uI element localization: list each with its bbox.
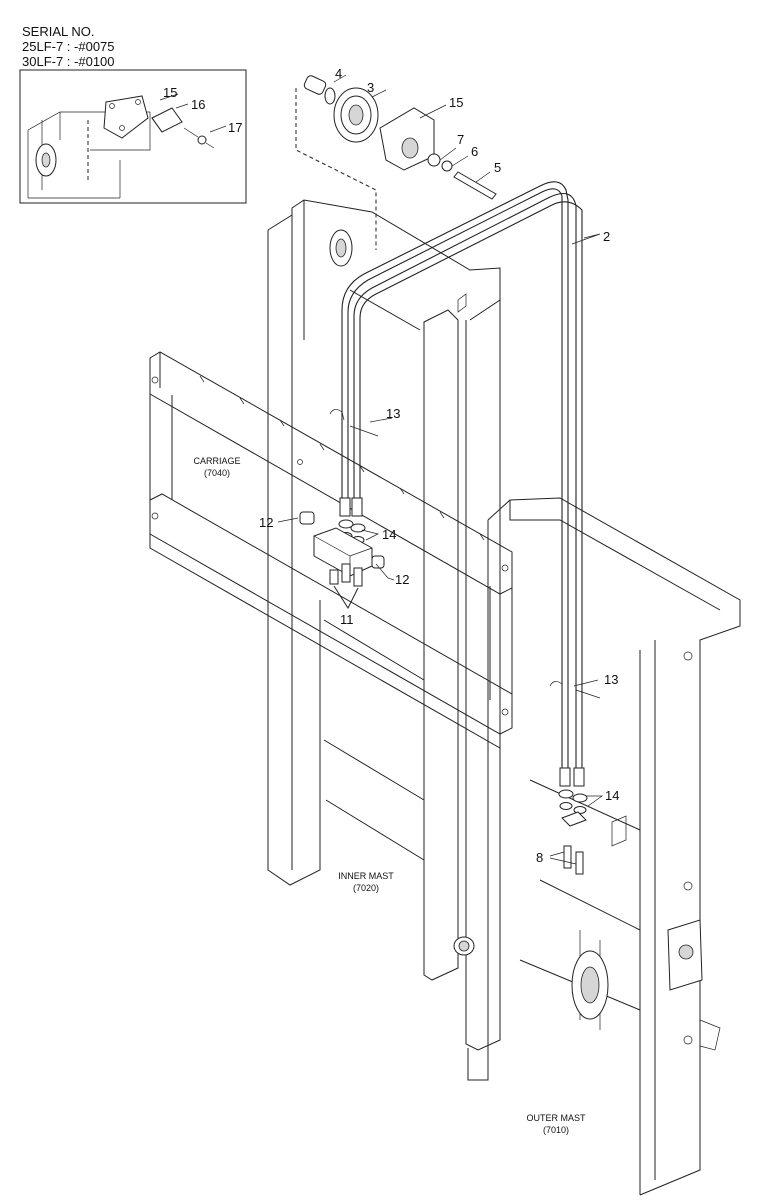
callout-2: 2: [603, 229, 610, 244]
callout-8: 8: [536, 850, 543, 865]
callout-13-upper: 13: [386, 406, 400, 421]
callout-11: 11: [340, 612, 354, 627]
callout-15-inset: 15: [163, 85, 177, 100]
callout-4: 4: [335, 66, 342, 81]
outer-mast-fittings: [549, 681, 588, 875]
carriage: [149, 351, 513, 749]
callout-14-upper: 14: [382, 527, 396, 542]
leader-lines: [277, 233, 604, 865]
outer-mast-code: (7010): [543, 1125, 569, 1135]
inner-mast-code: (7020): [353, 883, 379, 893]
callout-12-upper: 12: [259, 515, 273, 530]
outer-mast-label: OUTER MAST: [526, 1113, 586, 1123]
callout-3: 3: [367, 80, 374, 95]
callout-5: 5: [494, 160, 501, 175]
callout-numbers: 2 3 4 5 6 7 8 11 12 12 13 13 14 14 15 15…: [163, 66, 619, 865]
callout-12-lower: 12: [395, 572, 409, 587]
callout-13-lower: 13: [604, 672, 618, 687]
assembly-labels: CARRIAGE (7040) INNER MAST (7020) OUTER …: [193, 456, 586, 1135]
serial-line-2: 30LF-7 : -#0100: [22, 54, 115, 69]
callout-16: 16: [191, 97, 205, 112]
hose-assembly: [339, 181, 585, 787]
carriage-label: CARRIAGE: [193, 456, 240, 466]
serial-line-1: 25LF-7 : -#0075: [22, 39, 115, 54]
sheave-parts: [295, 74, 497, 250]
inset-detail: [19, 69, 247, 204]
inner-mast-label: INNER MAST: [338, 871, 394, 881]
callout-15-main: 15: [449, 95, 463, 110]
carriage-fittings: [299, 409, 385, 610]
serial-heading: SERIAL NO.: [22, 24, 95, 39]
callout-17: 17: [228, 120, 242, 135]
inner-mast: [267, 199, 501, 1051]
inset-frame: [19, 69, 247, 204]
callout-14-lower: 14: [605, 788, 619, 803]
carriage-code: (7040): [204, 468, 230, 478]
callout-7: 7: [457, 132, 464, 147]
callout-6: 6: [471, 144, 478, 159]
outer-mast: [467, 497, 741, 1196]
